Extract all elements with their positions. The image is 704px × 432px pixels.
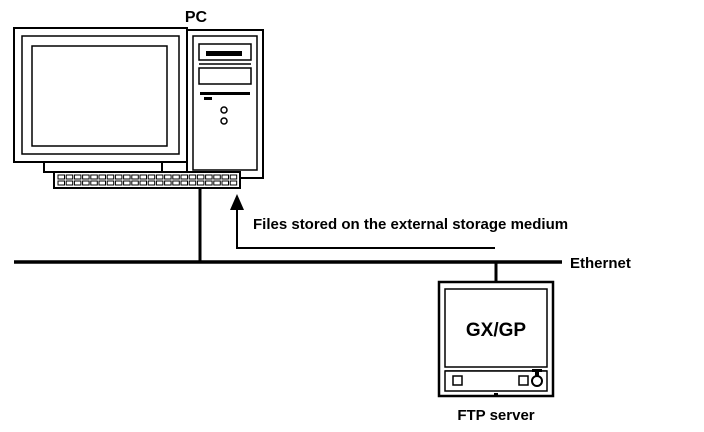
keyboard-key: [139, 180, 147, 186]
keyboard-key: [188, 180, 197, 186]
device-label: GX/GP: [466, 320, 527, 341]
keyboard-key: [213, 180, 221, 186]
keyboard-key: [123, 180, 131, 186]
keyboard-key: [196, 174, 205, 180]
keyboard-key: [205, 180, 213, 186]
tower-icon: [186, 29, 264, 179]
keyboard-key: [221, 174, 229, 180]
keyboard-key: [196, 180, 205, 186]
keyboard-key: [188, 174, 197, 180]
pc-group: [13, 27, 264, 189]
keyboard-key: [180, 180, 188, 186]
keyboard-key: [90, 174, 98, 180]
keyboard-key: [147, 180, 156, 186]
keyboard-key: [139, 174, 147, 180]
keyboard-key: [123, 174, 131, 180]
keyboard-key: [164, 174, 172, 180]
keyboard-key: [65, 174, 74, 180]
keyboard-key: [106, 180, 115, 186]
keyboard-key: [114, 180, 123, 186]
keyboard-key: [73, 180, 82, 186]
keyboard-key: [180, 174, 188, 180]
keyboard-key: [98, 174, 106, 180]
keyboard-key: [164, 180, 172, 186]
monitor-icon: [13, 27, 188, 173]
keyboard-key: [172, 180, 180, 186]
keyboard-key: [57, 174, 65, 180]
pc-label: PC: [185, 9, 208, 26]
device-icon: [437, 280, 555, 398]
keyboard-key: [82, 180, 90, 186]
keyboard-key: [229, 174, 238, 180]
ethernet-label: Ethernet: [570, 255, 631, 272]
keyboard-key: [65, 180, 74, 186]
keyboard-key: [131, 174, 139, 180]
keyboard-key: [155, 180, 164, 186]
keyboard-key: [221, 180, 229, 186]
keyboard-key: [213, 174, 221, 180]
keyboard-key: [57, 180, 65, 186]
keyboard-key: [131, 180, 139, 186]
keyboard-icon: [53, 171, 241, 189]
keyboard-key: [172, 174, 180, 180]
keyboard-key: [205, 174, 213, 180]
keyboard-key: [106, 174, 115, 180]
keyboard-key: [114, 174, 123, 180]
keyboard-key: [229, 180, 238, 186]
keyboard-key: [82, 174, 90, 180]
keyboard-key: [90, 180, 98, 186]
keyboard-key: [73, 174, 82, 180]
ftp-server-label: FTP server: [457, 407, 534, 424]
files-label: Files stored on the external storage med…: [253, 216, 568, 233]
upload-arrow-icon: [230, 194, 495, 249]
keyboard-key: [155, 174, 164, 180]
keyboard-key: [98, 180, 106, 186]
keyboard-key: [147, 174, 156, 180]
